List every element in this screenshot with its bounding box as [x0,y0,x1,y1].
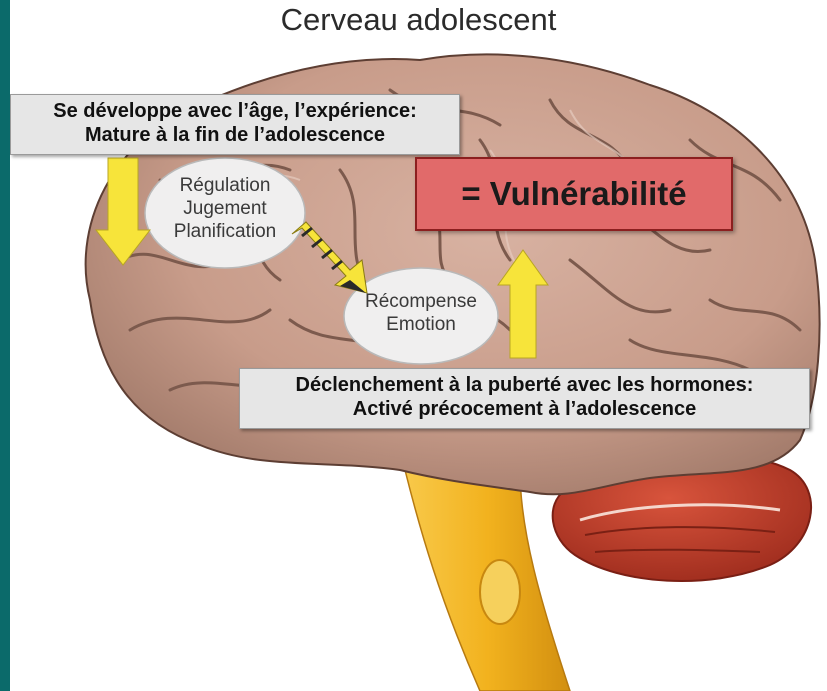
function-regulation: Régulation [150,174,300,197]
maturation-label-line2: Mature à la fin de l’adolescence [11,123,459,147]
brainstem-node [480,560,520,624]
function-reward: Récompense [348,290,494,313]
diagram-title: Cerveau adolescent [10,2,827,38]
activation-label-line2: Activé précocement à l’adolescence [240,397,809,421]
vulnerability-box: = Vulnérabilité [415,157,733,231]
maturation-label: Se développe avec l’âge, l’expérience: M… [10,94,460,155]
limbic-functions: Récompense Emotion [348,290,494,336]
function-emotion: Emotion [348,313,494,336]
diagram-canvas: Cerveau adolescent Se développe avec l’â… [10,0,827,691]
activation-label: Déclenchement à la puberté avec les horm… [239,368,810,429]
activation-label-line1: Déclenchement à la puberté avec les horm… [240,373,809,397]
maturation-label-line1: Se développe avec l’âge, l’expérience: [11,99,459,123]
function-judgement: Jugement [150,197,300,220]
function-planning: Planification [150,220,300,243]
prefrontal-functions: Régulation Jugement Planification [150,174,300,244]
